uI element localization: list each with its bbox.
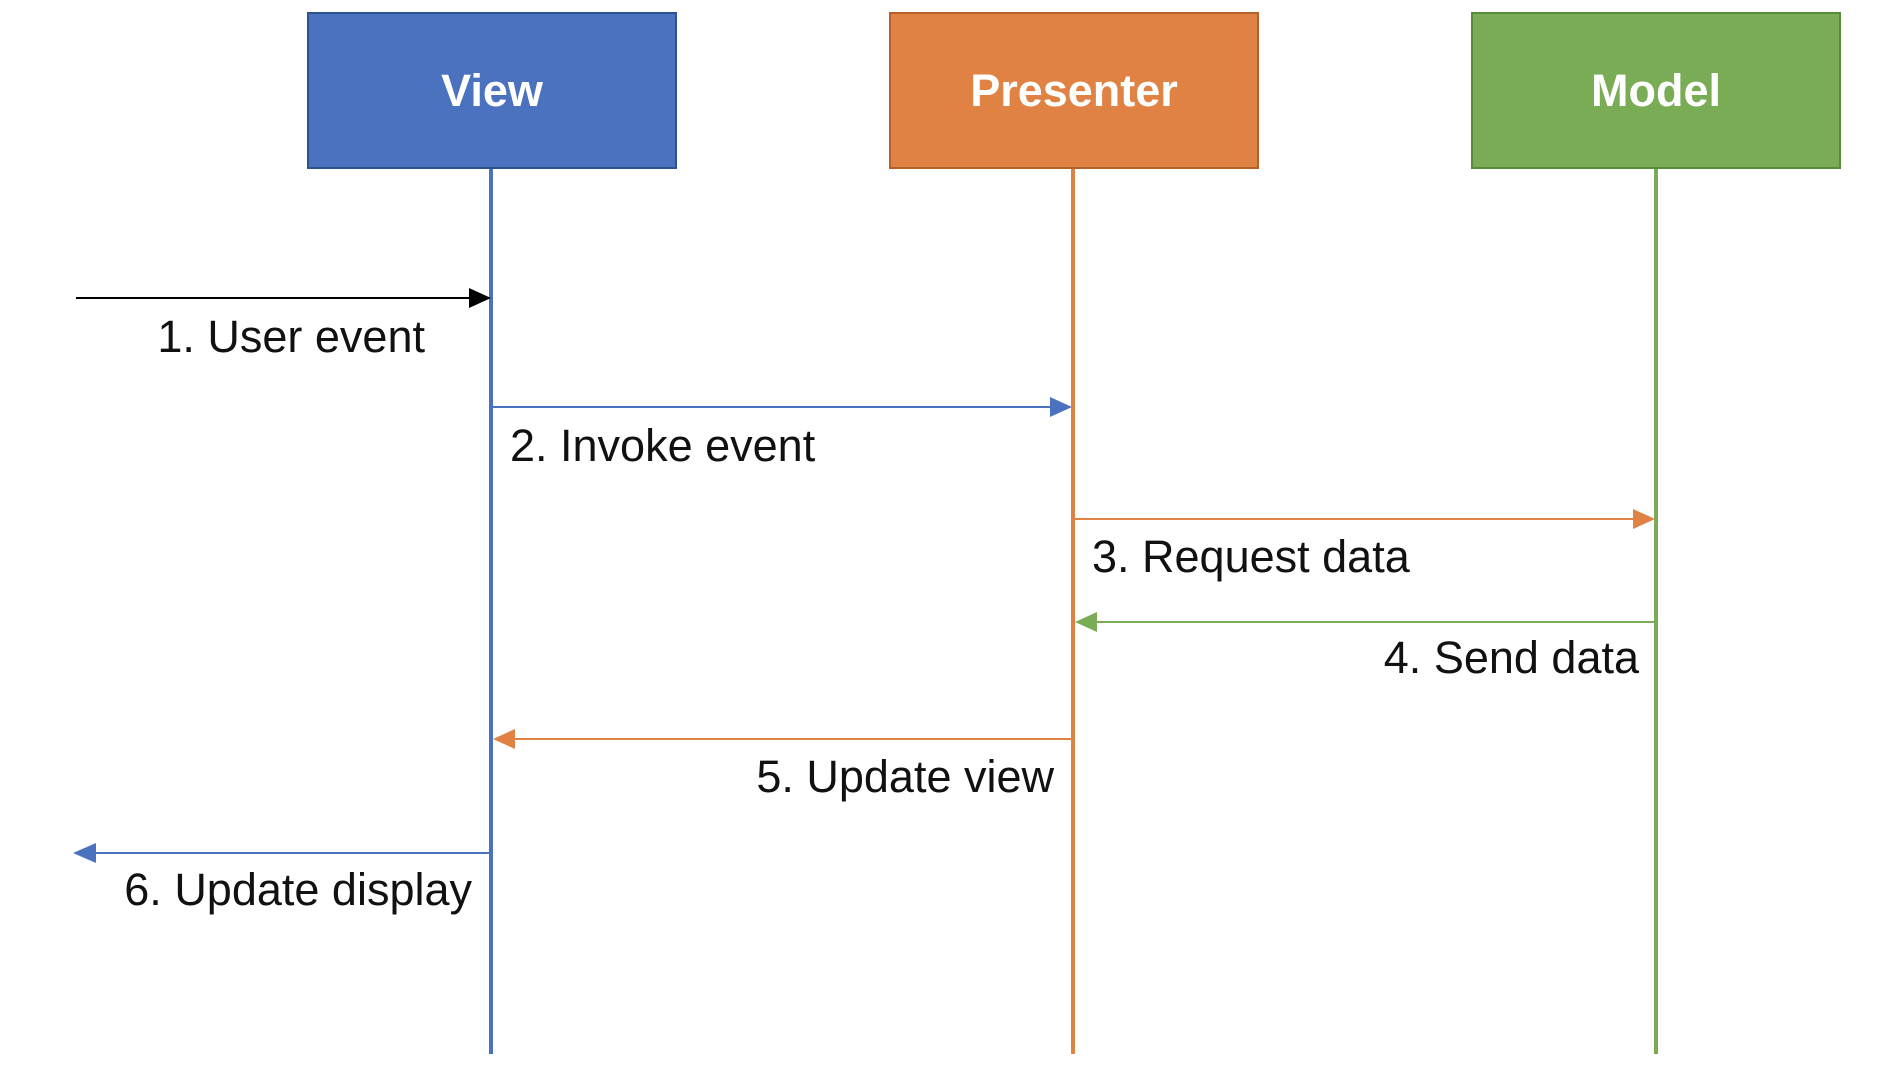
- message-1-arrowhead: [469, 288, 491, 308]
- presenter-box: [889, 12, 1259, 169]
- message-6-label: 6. Update display: [124, 864, 472, 915]
- message-3-label: 3. Request data: [1092, 531, 1411, 582]
- model-label: Model: [1591, 65, 1721, 116]
- presenter-label: Presenter: [970, 65, 1178, 116]
- message-1: 1. User event: [76, 288, 491, 362]
- participant-presenter: Presenter: [889, 12, 1259, 169]
- view-box: [307, 12, 677, 169]
- participant-model: Model: [1471, 12, 1841, 169]
- message-6: 6. Update display: [73, 843, 489, 915]
- message-5-label: 5. Update view: [756, 751, 1054, 802]
- message-5-arrowhead: [493, 729, 515, 749]
- message-4-label: 4. Send data: [1384, 632, 1640, 683]
- message-3: 3. Request data: [1075, 509, 1655, 582]
- view-label: View: [441, 65, 544, 116]
- message-6-arrowhead: [73, 843, 96, 863]
- participant-view: View: [307, 12, 677, 169]
- model-box: [1471, 12, 1841, 169]
- message-2: 2. Invoke event: [493, 397, 1072, 471]
- message-4-arrowhead: [1075, 612, 1097, 632]
- message-1-label: 1. User event: [157, 311, 425, 362]
- message-4: 4. Send data: [1075, 612, 1654, 683]
- message-3-arrowhead: [1633, 509, 1655, 529]
- message-2-label: 2. Invoke event: [510, 420, 816, 471]
- message-2-arrowhead: [1050, 397, 1072, 417]
- message-5: 5. Update view: [493, 729, 1071, 802]
